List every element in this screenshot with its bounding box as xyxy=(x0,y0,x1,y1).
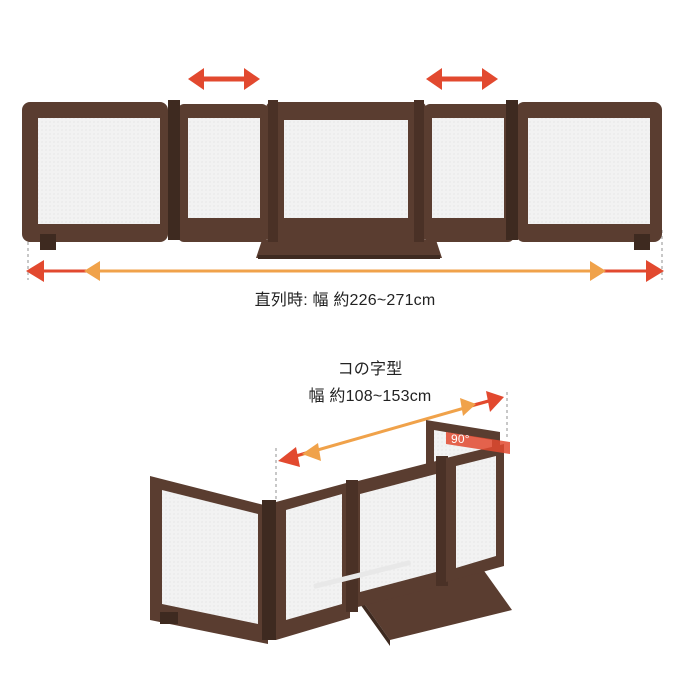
hinge-right xyxy=(506,100,518,240)
gate-panel-left-end xyxy=(150,476,268,644)
hinge-corner xyxy=(262,500,276,640)
gate-panel-1 xyxy=(22,102,168,250)
double-arrow-icon xyxy=(426,68,498,90)
caption-angle: 90° xyxy=(451,432,470,446)
gate-panel-front-1 xyxy=(276,482,350,640)
base-tray xyxy=(256,240,442,258)
base-tray-ushape xyxy=(360,568,512,640)
double-arrow-icon xyxy=(188,68,260,90)
angle-marker xyxy=(446,432,510,454)
gate-panel-5 xyxy=(516,102,662,250)
caption-ushape-width: 幅 約108~153cm xyxy=(308,388,432,405)
dimension-arrow-icon xyxy=(26,260,664,282)
hinge-left xyxy=(168,100,180,240)
gate-panel-front-3 xyxy=(446,444,504,582)
gate-panel-2 xyxy=(178,104,268,242)
caption-straight-width: 直列時: 幅 約226~271cm xyxy=(254,292,436,309)
gate-panel-4 xyxy=(424,104,514,242)
support-bar xyxy=(313,560,411,589)
dimension-arrow-icon xyxy=(278,391,504,467)
gate-panel-3 xyxy=(266,100,426,242)
caption-ushape-title: コの字型 xyxy=(337,361,403,378)
